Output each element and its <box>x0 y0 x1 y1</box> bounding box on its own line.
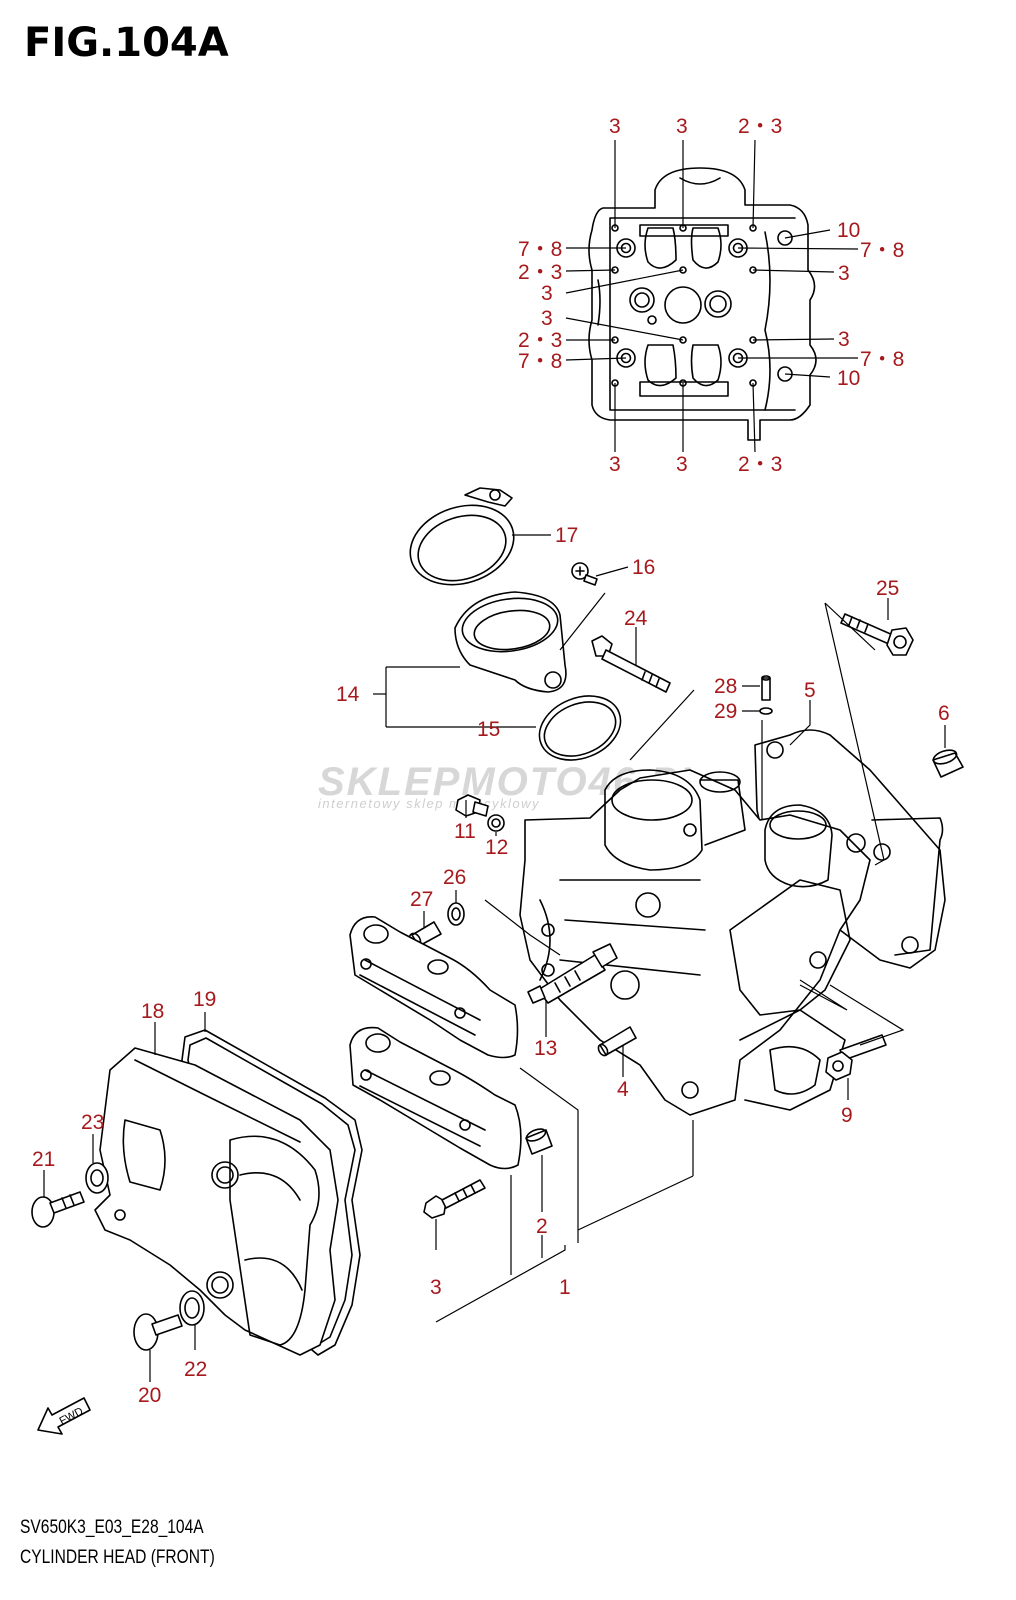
callout-label: 3 <box>676 115 688 138</box>
callout-label: 2・3 <box>518 329 562 352</box>
camshaft-holder-upper <box>349 916 519 1059</box>
callout-16: 16 <box>632 556 655 579</box>
bolt-3 <box>423 1179 486 1219</box>
callout-1: 1 <box>559 1276 571 1299</box>
callout-2: 2 <box>536 1215 548 1238</box>
bolt-25 <box>840 613 914 656</box>
cylinder-head-cover <box>94 1047 339 1356</box>
callout-5: 5 <box>804 679 816 702</box>
callout-27: 27 <box>410 888 433 911</box>
callout-label: 3 <box>541 282 553 305</box>
bolt-20 <box>133 1313 183 1351</box>
callout-label: 2・3 <box>738 453 782 476</box>
callout-13: 13 <box>534 1037 557 1060</box>
callout-label: 3 <box>609 115 621 138</box>
callout-label: 3 <box>838 328 850 351</box>
figure-title: FIG.104A <box>24 20 229 66</box>
stud-4 <box>597 1026 637 1057</box>
callout-19: 19 <box>193 988 216 1011</box>
intake-clamp <box>409 487 515 586</box>
dowel-6 <box>932 749 964 778</box>
intake-o-ring <box>538 695 622 761</box>
intake-pipe <box>454 591 567 693</box>
bolt-21 <box>31 1191 85 1228</box>
washer-23 <box>85 1162 109 1194</box>
callout-label: 10 <box>837 219 860 242</box>
callout-24: 24 <box>624 607 648 630</box>
callout-18: 18 <box>141 1000 164 1023</box>
dowel-2 <box>525 1128 553 1155</box>
callout-11: 11 <box>454 820 476 843</box>
callout-label: 3 <box>676 453 688 476</box>
callout-12: 12 <box>485 836 508 859</box>
camshaft-holder-lower <box>349 1026 522 1170</box>
callout-label: 2・3 <box>518 261 562 284</box>
forward-arrow-icon <box>37 1397 91 1435</box>
callout-22: 22 <box>184 1358 207 1381</box>
washer-22 <box>179 1290 205 1326</box>
callout-14: 14 <box>336 683 360 706</box>
part-callouts: 1 2 3 4 5 6 9 11 12 13 14 15 16 17 18 19… <box>32 524 950 1407</box>
washer-29 <box>759 707 773 715</box>
callout-label: 7・8 <box>518 350 562 373</box>
top-view-callouts: 3 3 2・3 3 3 2・3 7・8 2・3 3 3 2・3 7・8 10 7… <box>518 115 904 476</box>
callout-28: 28 <box>714 675 737 698</box>
callout-label: 3 <box>609 453 621 476</box>
forward-arrow-label: FWD <box>58 1405 86 1427</box>
figure-name: CYLINDER HEAD (FRONT) <box>20 1547 215 1568</box>
callout-9: 9 <box>841 1104 853 1127</box>
bolt-9 <box>825 1034 887 1081</box>
callout-4: 4 <box>617 1078 629 1101</box>
callout-label: 7・8 <box>518 238 562 261</box>
callout-26: 26 <box>443 866 466 889</box>
spark-plug-13 <box>527 943 618 1004</box>
callout-17: 17 <box>555 524 578 547</box>
bolt-11 <box>455 794 489 817</box>
callout-3: 3 <box>430 1276 442 1299</box>
callout-29: 29 <box>714 700 737 723</box>
long-bolt-24 <box>591 635 671 693</box>
top-view-leaders <box>565 139 859 453</box>
callout-label: 3 <box>541 307 553 330</box>
callout-21: 21 <box>32 1148 55 1171</box>
callout-label: 7・8 <box>860 348 904 371</box>
screw-16 <box>571 562 598 586</box>
figure-code: SV650K3_E03_E28_104A <box>20 1517 204 1538</box>
callout-6: 6 <box>938 702 950 725</box>
exploded-view-leaders <box>43 534 946 1382</box>
callout-15: 15 <box>477 718 500 741</box>
fitting-28 <box>761 675 771 701</box>
callout-label: 2・3 <box>738 115 782 138</box>
callout-label: 10 <box>837 367 860 390</box>
washer-26 <box>447 902 465 926</box>
cylinder-head-body <box>519 769 871 1116</box>
callout-23: 23 <box>81 1111 104 1134</box>
callout-label: 7・8 <box>860 239 904 262</box>
callout-25: 25 <box>876 577 899 600</box>
washer-12 <box>487 814 505 832</box>
cylinder-head-top-view <box>588 167 817 441</box>
callout-label: 3 <box>838 262 850 285</box>
callout-20: 20 <box>138 1384 161 1407</box>
